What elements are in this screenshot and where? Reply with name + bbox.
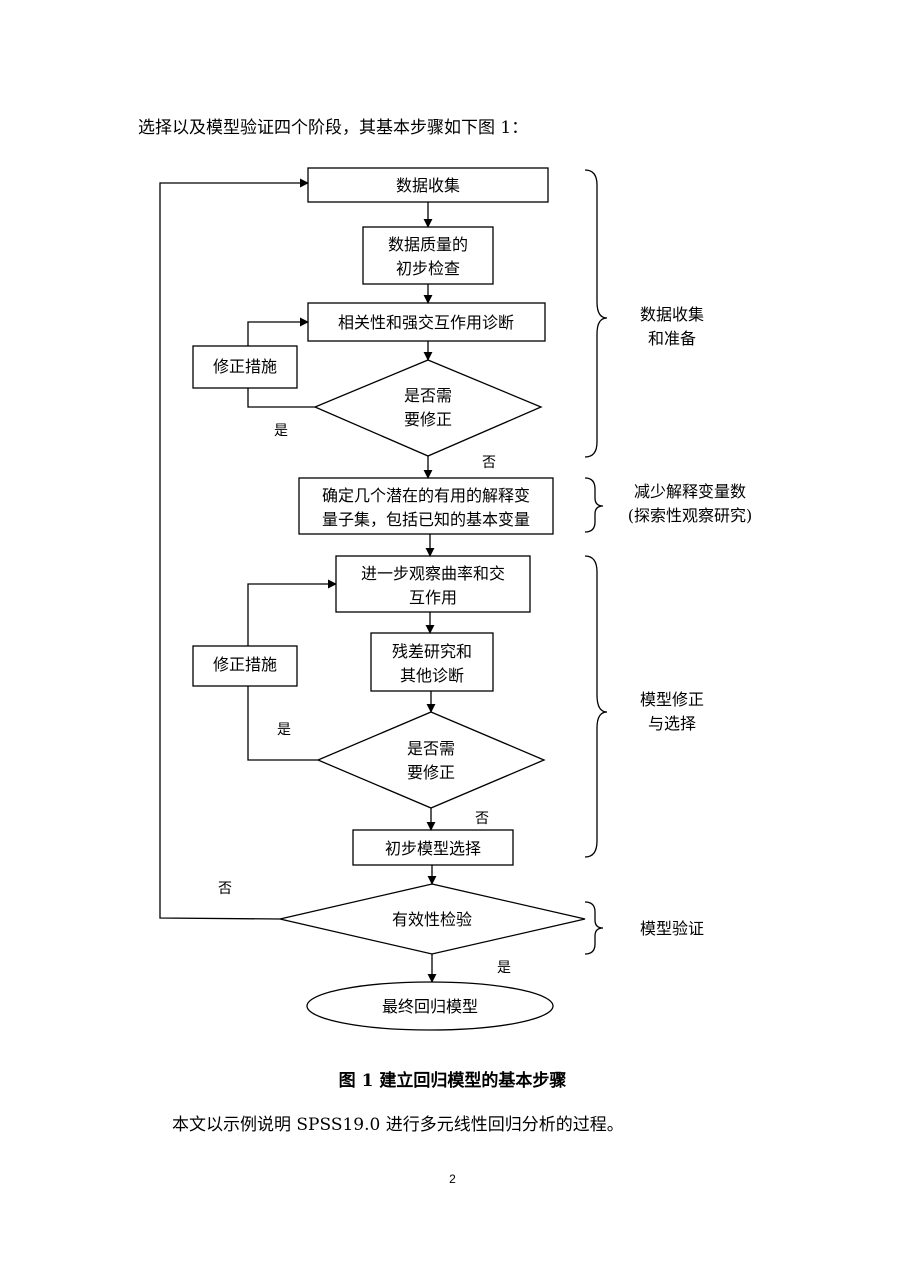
brace-stage-4 [584,901,604,955]
brace-stage-2 [584,477,604,533]
label-final-model: 最终回归模型 [382,997,478,1016]
label-no-3: 否 [218,881,232,897]
label-fix-measure-2: 修正措施 [213,655,277,674]
brace-stage-1 [584,169,608,458]
label-decision-2-line2: 要修正 [407,763,455,782]
label-curvature-2: 互作用 [409,588,457,607]
stage-2-line1: 减少解释变量数 [634,482,746,501]
stage-4: 模型验证 [640,919,704,938]
label-residual-2: 其他诊断 [400,666,464,685]
label-prelim-model: 初步模型选择 [385,839,481,858]
stage-1-line2: 和准备 [648,329,696,348]
label-subset-select-2: 量子集，包括已知的基本变量 [322,510,530,529]
label-decision-1-line2: 要修正 [404,410,452,429]
label-yes-1: 是 [274,423,288,439]
body-paragraph: 本文以示例说明 SPSS19.0 进行多元线性回归分析的过程。 [172,1115,624,1135]
regression-flowchart: 数据收集 数据质量的 初步检查 相关性和强交互作用诊断 修正措施 是否需 要修正… [159,167,753,1031]
label-decision-1-line1: 是否需 [404,386,452,405]
label-quality-check-2: 初步检查 [396,259,460,278]
label-quality-check-1: 数据质量的 [388,235,468,254]
label-no-2: 否 [475,811,489,827]
stage-2-line2: (探索性观察研究) [628,506,753,525]
intro-paragraph: 选择以及模型验证四个阶段，其基本步骤如下图 1： [138,118,529,138]
label-subset-select-1: 确定几个潜在的有用的解释变 [322,486,530,505]
box-fix-measure-2 [192,645,298,687]
label-yes-2: 是 [277,722,291,738]
page-number: 2 [449,1172,456,1186]
label-curvature-1: 进一步观察曲率和交 [361,564,505,583]
label-decision-2-line1: 是否需 [407,739,455,758]
label-validity: 有效性检验 [392,910,472,929]
diamond-decision-1 [313,359,543,457]
label-correlation-diagnosis: 相关性和强交互作用诊断 [338,313,514,332]
stage-3-line1: 模型修正 [640,690,704,709]
box-fix-measure-1 [192,345,298,389]
label-data-collection: 数据收集 [396,176,460,195]
label-no-1: 否 [482,455,496,471]
label-fix-measure-1: 修正措施 [213,357,277,376]
stage-1-line1: 数据收集 [640,305,704,324]
stage-3-line2: 与选择 [648,714,696,733]
label-residual-1: 残差研究和 [392,642,472,661]
brace-stage-3 [584,555,608,858]
figure-caption: 图 1 建立回归模型的基本步骤 [338,1071,567,1091]
diamond-decision-2 [316,711,546,809]
label-yes-3: 是 [497,960,511,976]
